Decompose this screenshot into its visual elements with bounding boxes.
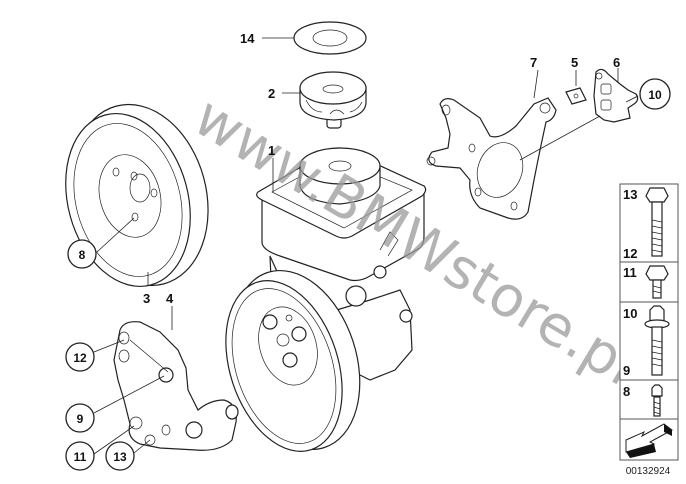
power-steering-pump-part-1[interactable]: [256, 147, 427, 381]
holder-part-6[interactable]: [593, 68, 639, 123]
legend-row-short-hex-bolt[interactable]: 11: [623, 265, 669, 299]
bracket-part-7[interactable]: [426, 97, 557, 220]
svg-text:11: 11: [74, 450, 87, 464]
pump-pulley: [225, 269, 361, 452]
svg-text:9: 9: [77, 412, 84, 426]
callout-3[interactable]: 3: [143, 291, 150, 306]
clip-nut-part-5[interactable]: [565, 87, 587, 105]
svg-text:9: 9: [623, 363, 630, 378]
legend-row-torx-flange-bolt[interactable]: 10 9: [623, 305, 670, 378]
callout-4[interactable]: 4: [166, 291, 174, 306]
fastener-legend: 13 12 11 10 9 8: [619, 183, 679, 461]
svg-text:13: 13: [113, 450, 127, 464]
svg-text:10: 10: [648, 88, 662, 102]
circled-callout-13[interactable]: 13: [105, 441, 135, 471]
view-direction-arrow-icon: [625, 423, 673, 458]
legend-row-long-hex-bolt[interactable]: 13 12: [623, 187, 669, 261]
svg-text:12: 12: [73, 351, 87, 365]
svg-text:8: 8: [623, 384, 630, 399]
circled-callout-10[interactable]: 10: [639, 78, 671, 110]
pulley-part-3[interactable]: [47, 89, 227, 301]
legend-row-small-torx-bolt[interactable]: 8: [623, 384, 663, 417]
svg-text:10: 10: [623, 306, 637, 321]
svg-text:8: 8: [79, 248, 86, 262]
seal-ring-part-14[interactable]: [293, 21, 367, 55]
callout-labels: 14 2 1 7 5 6 3 4: [143, 31, 620, 306]
bracket-part-4[interactable]: [113, 321, 239, 451]
svg-text:13: 13: [623, 187, 637, 202]
leader-lines: [93, 37, 639, 455]
callout-2[interactable]: 2: [268, 86, 275, 101]
circled-callout-8[interactable]: 8: [67, 239, 97, 269]
reservoir-cap-part-2[interactable]: [299, 71, 367, 129]
image-code: 00132924: [626, 466, 671, 477]
callout-6[interactable]: 6: [613, 55, 620, 70]
svg-text:11: 11: [623, 265, 637, 280]
callout-7[interactable]: 7: [530, 55, 537, 70]
svg-text:12: 12: [623, 246, 637, 261]
callout-5[interactable]: 5: [571, 55, 578, 70]
callout-1[interactable]: 1: [268, 143, 275, 158]
circled-callout-11[interactable]: 11: [65, 441, 95, 471]
circled-callout-9[interactable]: 9: [65, 403, 95, 433]
callout-14[interactable]: 14: [240, 31, 255, 46]
circled-callout-12[interactable]: 12: [65, 342, 95, 372]
